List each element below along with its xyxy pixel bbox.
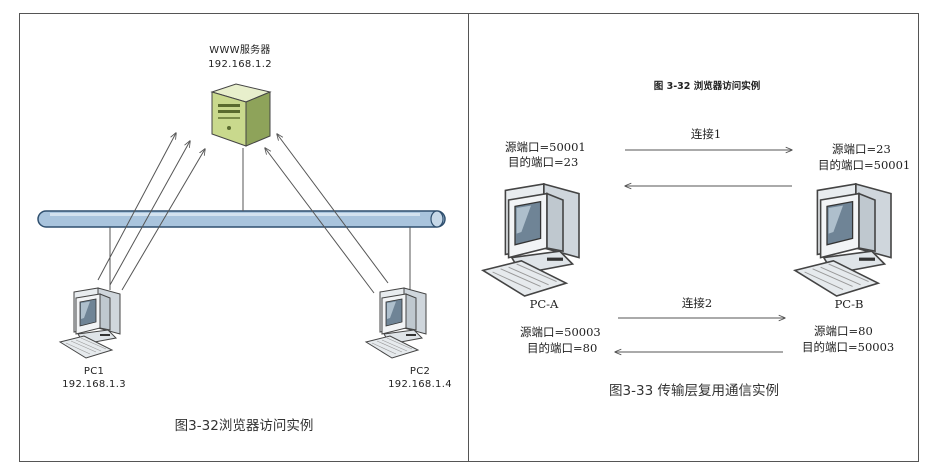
pc-b-top-src-port: 源端口=23: [832, 142, 891, 156]
pc-b-bottom-src-port: 源端口=80: [814, 324, 873, 338]
right-caption: 图3-33 传输层复用通信实例: [609, 383, 779, 399]
pc-a-top-dst-port: 目的端口=23: [508, 155, 579, 169]
panel-divider: [468, 13, 469, 462]
pc1-name: PC1: [83, 366, 105, 377]
pc-b-bottom-dst-port: 目的端口=50003: [802, 340, 895, 354]
pc-b-name: PC-B: [834, 297, 864, 311]
conn1-label: 连接1: [690, 127, 722, 141]
right-title: 图 3-32 浏览器访问实例: [653, 81, 761, 92]
pc-a-top-src-port: 源端口=50001: [505, 140, 586, 154]
pc2-ip: 192.168.1.4: [388, 379, 452, 390]
network-bus: [37, 210, 446, 228]
pc2-icon: [365, 287, 427, 359]
outer-frame: [19, 13, 919, 462]
server-icon: [210, 83, 272, 147]
server-name: WWW服务器: [209, 45, 271, 56]
pc-a-bottom-src-port: 源端口=50003: [520, 325, 601, 339]
pc1-request-arrows: [97, 133, 205, 291]
pc-a-icon: [482, 183, 580, 297]
pc-a-bottom-dst-port: 目的端口=80: [527, 341, 598, 355]
pc-a-name: PC-A: [529, 297, 559, 311]
connection-arrows: [615, 150, 792, 352]
left-caption: 图3-32浏览器访问实例: [174, 418, 314, 434]
pc2-name: PC2: [409, 366, 431, 377]
pc2-request-arrows: [265, 134, 389, 294]
pc-b-top-dst-port: 目的端口=50001: [818, 158, 911, 172]
pc1-ip: 192.168.1.3: [62, 379, 126, 390]
pc-b-icon: [794, 183, 892, 297]
server-ip: 192.168.1.2: [208, 59, 272, 70]
conn2-label: 连接2: [681, 296, 713, 310]
pc1-icon: [59, 287, 121, 359]
